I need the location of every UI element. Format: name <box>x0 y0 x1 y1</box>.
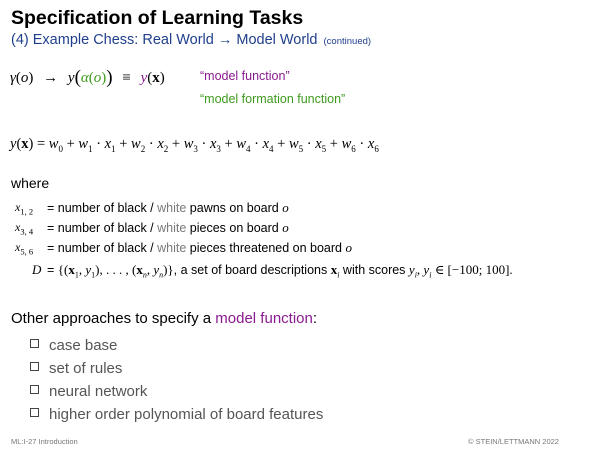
dataset-symbol: D <box>32 262 42 277</box>
slide-title: Specification of Learning Tasks <box>11 7 304 29</box>
definition-symbol: x1, 2 <box>15 200 34 217</box>
definition-text: = number of black / white pawns on board… <box>47 200 289 215</box>
definition-text: = number of black / white pieces threate… <box>47 240 352 255</box>
mapping-equation: γ(o) → y(α(o)) ≡ y(x) <box>10 67 165 88</box>
approaches-heading: Other approaches to specify a model func… <box>11 310 318 327</box>
definition-text: = number of black / white pieces on boar… <box>47 220 289 235</box>
definition-symbol: x3, 4 <box>15 220 34 237</box>
dataset-definition-text: = {(x1, y1), . . . , (xn, yn)}, a set of… <box>47 262 513 280</box>
square-bullet-icon <box>30 339 39 348</box>
subtitle-main: (4) Example Chess: Real World → Model Wo… <box>11 32 318 48</box>
slide-subtitle: (4) Example Chess: Real World → Model Wo… <box>11 32 371 48</box>
linear-model-equation: y(x) = w0 + w1 · x1 + w2 · x2 + w3 · x3 … <box>10 136 379 154</box>
square-bullet-icon <box>30 408 39 417</box>
model-function-label: “model function” <box>200 69 290 83</box>
list-item: higher order polynomial of board feature… <box>30 406 323 423</box>
dataset-definition-row: D = {(x1, y1), . . . , (xn, yn)}, a set … <box>0 262 600 282</box>
definition-row: x1, 2 = number of black / white pawns on… <box>0 200 600 218</box>
where-label: where <box>11 175 50 191</box>
subtitle-continued: (continued) <box>323 36 372 47</box>
square-bullet-icon <box>30 385 39 394</box>
list-item: case base <box>30 337 117 354</box>
footer-slide-number: ML:I-27 Introduction <box>11 437 78 446</box>
square-bullet-icon <box>30 362 39 371</box>
list-item: set of rules <box>30 360 122 377</box>
footer-copyright: © STEIN/LETTMANN 2022 <box>468 437 559 446</box>
definition-row: x3, 4 = number of black / white pieces o… <box>0 220 600 238</box>
model-formation-function-label: “model formation function” <box>200 92 346 106</box>
definition-symbol: x5, 6 <box>15 240 34 257</box>
list-item: neural network <box>30 383 147 400</box>
definition-row: x5, 6 = number of black / white pieces t… <box>0 240 600 258</box>
